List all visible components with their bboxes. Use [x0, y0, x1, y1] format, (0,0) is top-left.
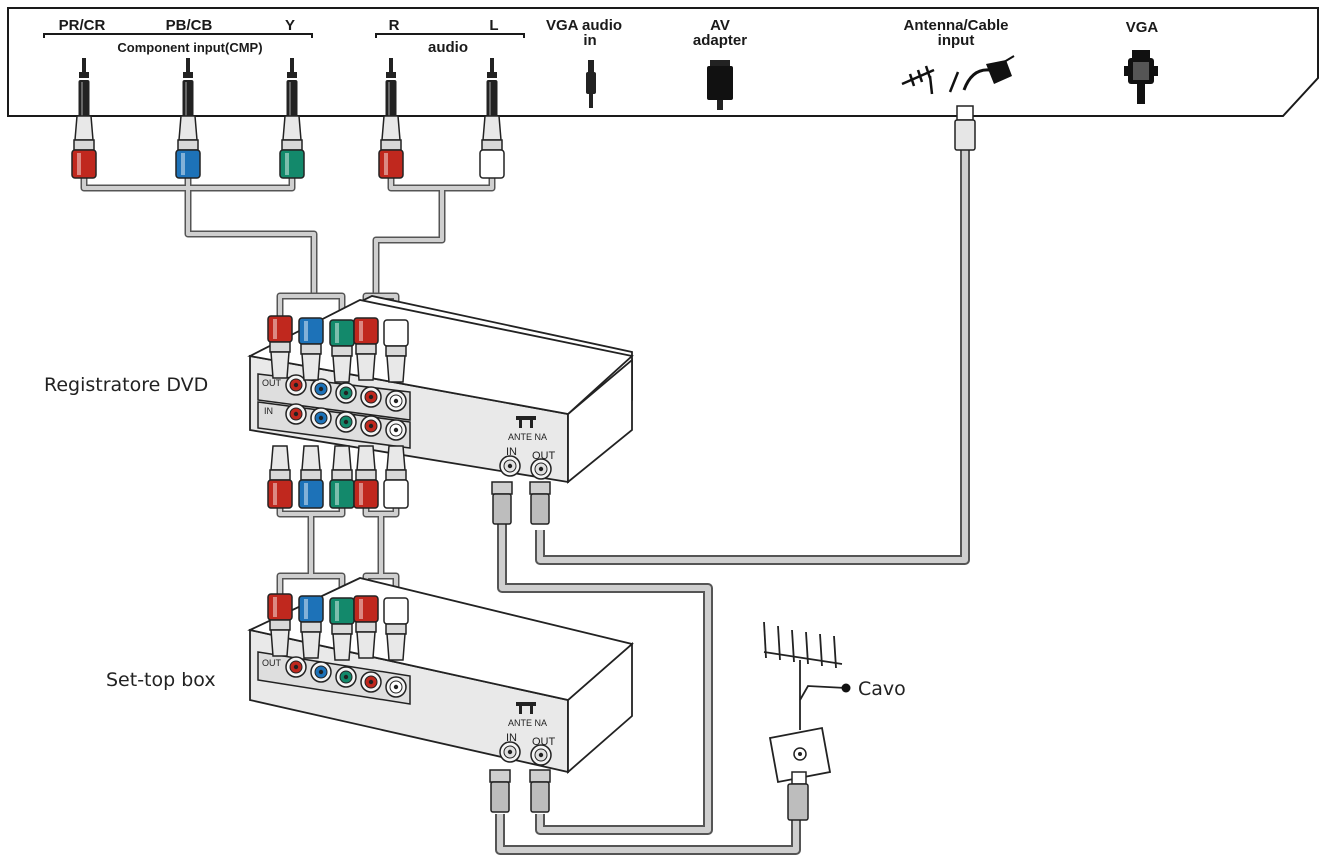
dvd-low-plug-red — [267, 445, 293, 509]
dvd-out-jack-blue — [310, 378, 332, 400]
cable-plug-icon — [962, 55, 1015, 91]
label-vga-audio: VGA audio — [546, 17, 622, 34]
dvd-plug-red — [267, 315, 293, 379]
dvd-coax-in-plug — [491, 481, 513, 525]
label-av: AV — [710, 17, 730, 34]
stb-antenna-label: ANTE NA — [508, 718, 547, 728]
stb-out-jack-green — [335, 666, 357, 688]
label-y: Y — [285, 17, 295, 34]
dvd-antenna-label: ANTE NA — [508, 432, 547, 442]
audio-bracket — [375, 33, 525, 38]
dvd-out-jack-green — [335, 382, 357, 404]
dvd-out-jack-white — [385, 390, 407, 412]
tv-back-panel — [7, 7, 1319, 117]
stb-ant-in-label: IN — [506, 732, 517, 744]
antenna-icon — [901, 65, 960, 95]
plug-audio-r-red — [378, 115, 404, 179]
label-vga-audio-in: in — [583, 32, 596, 49]
dvd-in-jack-blue — [310, 407, 332, 429]
label-vga: VGA — [1126, 19, 1159, 36]
stb-antenna-in-jack — [499, 741, 521, 763]
label-antenna-input: input — [938, 32, 975, 49]
dvd-out-label: OUT — [262, 378, 282, 388]
dvd-antenna-in-jack — [499, 455, 521, 477]
label-av-adapter: adapter — [693, 32, 747, 49]
tv-jack-vga-audio — [586, 60, 596, 108]
dvd-low-plug-red2 — [353, 445, 379, 509]
stb-plug-white — [383, 597, 409, 661]
label-component-input: Component input(CMP) — [117, 40, 262, 55]
set-top-box-label: Set-top box — [106, 669, 216, 691]
cable-end-dot — [841, 683, 851, 693]
plug-y-green — [279, 115, 305, 179]
stb-out-jack-red2 — [360, 671, 382, 693]
dvd-in-jack-red2 — [360, 415, 382, 437]
plug-audio-l-white — [479, 115, 505, 179]
plug-pr-red — [71, 115, 97, 179]
dvd-low-plug-green — [329, 445, 355, 509]
label-pr-cr: PR/CR — [59, 17, 106, 34]
stb-plug-red — [267, 593, 293, 657]
dvd-in-jack-red — [285, 403, 307, 425]
dvd-low-plug-blue — [298, 445, 324, 509]
dvd-ant-in-label: IN — [506, 446, 517, 458]
stb-out-jack-red — [285, 656, 307, 678]
dvd-in-label: IN — [264, 406, 273, 416]
stb-out-jack-blue — [310, 661, 332, 683]
label-antenna-cable: Antenna/Cable — [903, 17, 1008, 34]
stb-plug-red2 — [353, 595, 379, 659]
dvd-in-jack-green — [335, 411, 357, 433]
stb-antenna-logo-icon — [516, 702, 536, 714]
plug-pb-blue — [175, 115, 201, 179]
dvd-recorder-label: Registratore DVD — [44, 374, 208, 396]
dvd-plug-blue — [298, 317, 324, 381]
stb-plug-green — [329, 597, 355, 661]
label-audio-l: L — [489, 17, 498, 34]
dvd-in-jack-white — [385, 419, 407, 441]
outdoor-antenna-icon — [763, 621, 847, 730]
stb-coax-in-plug — [489, 769, 511, 813]
stb-out-jack-white — [385, 676, 407, 698]
tv-jack-av-adapter — [707, 60, 733, 110]
cable-label: Cavo — [858, 678, 906, 700]
label-audio: audio — [428, 39, 468, 56]
dvd-antenna-logo-icon — [516, 416, 536, 428]
dvd-plug-green — [329, 319, 355, 383]
component-bracket — [43, 33, 313, 38]
dvd-antenna-out-jack — [530, 458, 552, 480]
dvd-out-jack-red — [285, 374, 307, 396]
wall-socket — [768, 726, 832, 821]
dvd-plug-white — [383, 319, 409, 383]
label-pb-cb: PB/CB — [166, 17, 213, 34]
vga-connector-icon — [1124, 50, 1158, 104]
dvd-coax-out-plug — [529, 481, 551, 525]
stb-out-label: OUT — [262, 658, 282, 668]
dvd-low-plug-white — [383, 445, 409, 509]
dvd-plug-red2 — [353, 317, 379, 381]
stb-coax-out-plug — [529, 769, 551, 813]
stb-antenna-out-jack — [530, 744, 552, 766]
tv-antenna-plug — [954, 105, 976, 151]
label-audio-r: R — [389, 17, 400, 34]
dvd-out-jack-red2 — [360, 386, 382, 408]
stb-plug-blue — [298, 595, 324, 659]
